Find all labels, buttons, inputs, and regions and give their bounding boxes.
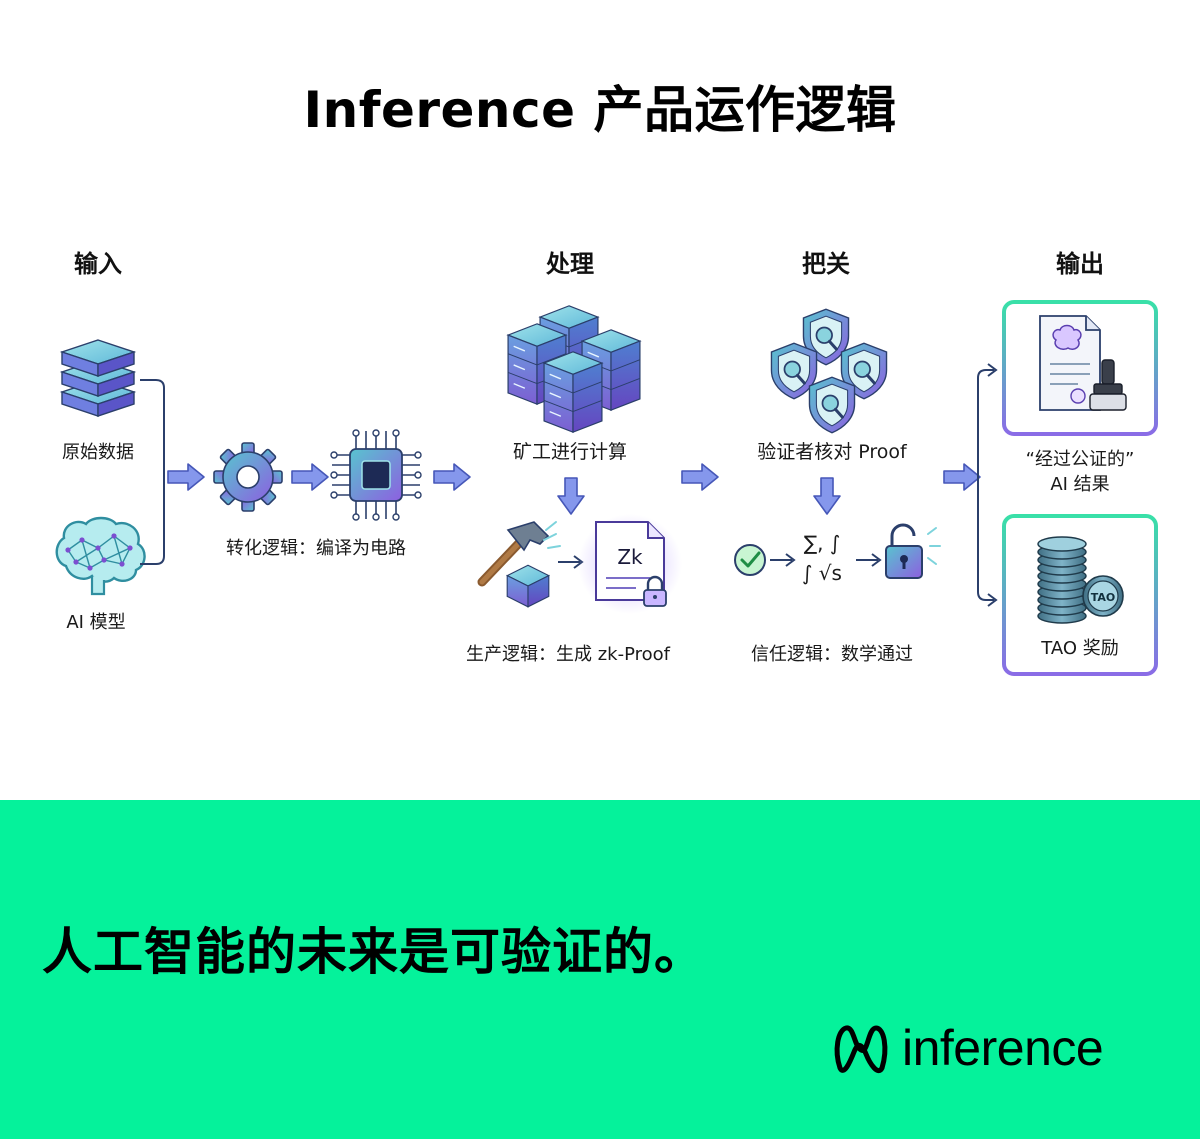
chip-icon	[330, 429, 422, 521]
flow-arrow-4	[681, 463, 719, 491]
coin-badge: TAO	[1091, 591, 1116, 604]
slogan-banner: 人工智能的未来是可验证的。 inference	[0, 800, 1200, 1139]
flow-arrow-1	[167, 463, 205, 491]
shield-magnifier-icon	[769, 307, 889, 435]
flow-arrow-5	[943, 463, 981, 491]
transform-label: 转化逻辑：编译为电路	[226, 538, 406, 559]
tao-reward-label: TAO 奖励	[1040, 638, 1118, 659]
production-label: 生产逻辑：生成 zk-Proof	[466, 644, 671, 665]
input-merge-bracket	[140, 379, 165, 565]
certified-result-card	[1002, 300, 1158, 436]
miners-label: 矿工进行计算	[513, 441, 627, 463]
stage-input-heading: 输入	[74, 250, 122, 278]
brand-name: inference	[902, 1020, 1104, 1076]
block-cube-icon	[506, 564, 550, 608]
coin-stack-icon: TAO	[1037, 536, 1124, 624]
stage-gate-heading: 把关	[802, 250, 850, 278]
unlocked-padlock-icon	[885, 523, 941, 579]
server-cluster-icon	[507, 305, 641, 433]
output-split-bracket	[977, 369, 994, 601]
database-icon	[61, 339, 135, 417]
stage-process-heading: 处理	[545, 250, 594, 278]
math-formula-bottom: ∫ √s	[802, 561, 842, 585]
trust-label: 信任逻辑：数学通过	[751, 644, 913, 665]
brain-icon	[55, 516, 146, 596]
stage-output-heading: 输出	[1056, 250, 1104, 278]
certified-result-line1: “经过公证的”	[1026, 449, 1135, 470]
verifiers-down-arrow	[813, 477, 841, 515]
ai-model-label: AI 模型	[66, 612, 125, 633]
gear-icon	[213, 442, 283, 512]
raw-data-label: 原始数据	[62, 442, 134, 463]
certificate-icon	[1039, 315, 1127, 411]
verifiers-label: 验证者核对 Proof	[757, 441, 908, 463]
page-title: Inference 产品运作逻辑	[303, 81, 897, 139]
miners-down-arrow	[557, 477, 585, 515]
flow-arrow-3	[433, 463, 471, 491]
tao-reward-card: TAO	[1002, 514, 1158, 676]
flow-arrow-2	[291, 463, 329, 491]
hammer-icon	[477, 521, 561, 587]
padlock-icon	[643, 575, 667, 607]
check-circle-icon	[734, 544, 766, 576]
flow-diagram: 输入 处理 把关 输出 原始数据 AI 模型	[55, 250, 1158, 676]
inference-logo-icon	[834, 1025, 888, 1074]
zk-proof-document-icon: Zk	[578, 514, 682, 614]
math-formula-top: ∑, ∫	[804, 531, 841, 555]
certified-result-line2: AI 结果	[1050, 474, 1109, 495]
slogan-text: 人工智能的未来是可验证的。	[42, 923, 705, 981]
zk-badge: Zk	[617, 545, 643, 569]
brand-logo: inference	[832, 1018, 1104, 1078]
